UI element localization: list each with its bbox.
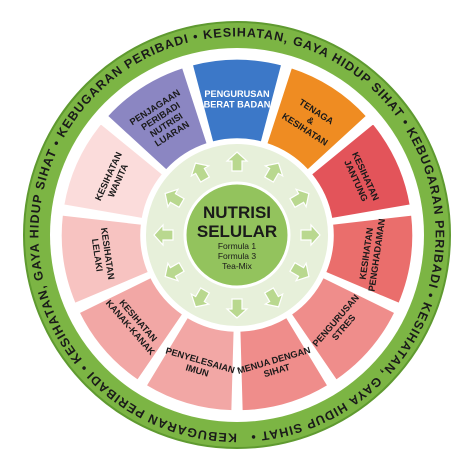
- arrow-icon: [225, 151, 249, 172]
- arrow-icon: [225, 298, 249, 319]
- segment-kesihatan-kanak-kanak: KESIHATANKANAK-KANAK: [78, 276, 184, 382]
- segment-kesihatan-lelaki: KESIHATANLELAKI: [60, 213, 150, 305]
- center-item-teamix: Tea-Mix: [222, 261, 253, 271]
- segment-tenaga-kesihatan: TENAGA&KESIHATAN: [265, 66, 368, 172]
- segment-block: [106, 66, 209, 172]
- arrow-icon: [164, 188, 185, 209]
- arrows-ring: [153, 151, 321, 319]
- center-item-formula1: Formula 1: [218, 241, 257, 251]
- segment-block: [60, 213, 150, 305]
- arrow-shape: [289, 188, 310, 209]
- segment-block: [310, 122, 412, 220]
- center-title-line1: NUTRISI: [203, 203, 271, 222]
- segment-label-line: PENGURUSAN: [204, 89, 270, 99]
- arrow-icon: [289, 261, 310, 282]
- segment-label-line: &: [305, 115, 316, 127]
- arrow-icon: [263, 287, 284, 308]
- segment-block: [144, 316, 236, 412]
- arrow-shape: [263, 162, 284, 183]
- arrow-icon: [164, 261, 185, 282]
- segment-block: [238, 316, 330, 412]
- arrow-shape: [263, 287, 284, 308]
- segment-block: [62, 122, 164, 220]
- segment-label-line: BERAT BADAN: [204, 99, 271, 109]
- segment-block: [78, 276, 184, 382]
- center-title-line2: SELULAR: [197, 222, 277, 241]
- arrow-shape: [300, 223, 321, 247]
- segment-kesihatan-jantung: KESIHATANJANTUNG: [310, 122, 412, 220]
- segment-menua-dengan-sihat: MENUA DENGANSIHAT: [236, 316, 330, 412]
- arrow-shape: [289, 261, 310, 282]
- segment-pengurusan-stres: PENGURUSANSTRES: [290, 276, 396, 382]
- segment-block: [324, 213, 414, 305]
- arrow-icon: [300, 223, 321, 247]
- segment-penjagaan-peribadi-nutrisi-luaran: PENJAGAANPERIBADINUTRISILUARAN: [106, 66, 209, 172]
- arrow-icon: [153, 223, 174, 247]
- segment-kesihatan-penghadaman: KESIHATANPENGHADAMAN: [324, 213, 414, 305]
- segment-block: [290, 276, 396, 382]
- arrow-icon: [190, 287, 211, 308]
- center-hub: NUTRISI SELULAR Formula 1 Formula 3 Tea-…: [144, 142, 330, 328]
- arrow-shape: [225, 298, 249, 319]
- segment-block: [265, 66, 368, 172]
- center-item-formula3: Formula 3: [218, 251, 257, 261]
- arrow-icon: [289, 188, 310, 209]
- arrow-shape: [190, 287, 211, 308]
- arrow-icon: [263, 162, 284, 183]
- segment-block: [191, 58, 283, 144]
- arrow-shape: [225, 151, 249, 172]
- segment-penyelesaian-imun: PENYELESAIANIMUN: [144, 316, 236, 412]
- center-circle: [183, 181, 291, 289]
- arrow-shape: [164, 188, 185, 209]
- arrow-shape: [153, 223, 174, 247]
- arrow-icon: [190, 162, 211, 183]
- segment-label-line: LELAKI: [90, 238, 105, 272]
- arrow-shape: [164, 261, 185, 282]
- segment-kesihatan-wanita: KESIHATANWANITA: [62, 122, 164, 220]
- arrow-shape: [190, 162, 211, 183]
